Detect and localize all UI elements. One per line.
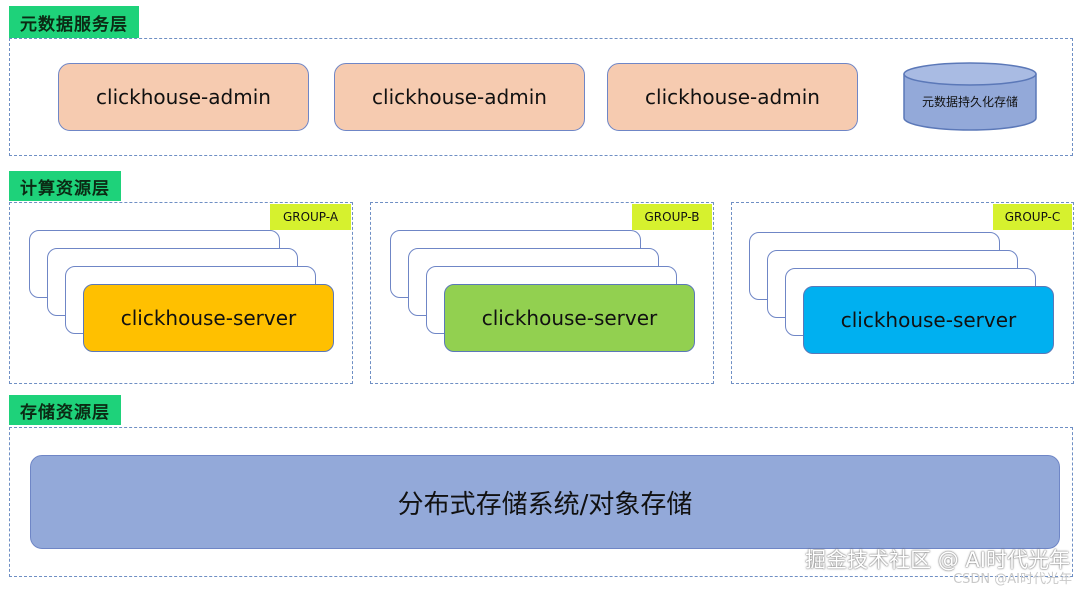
group-c-server-box: clickhouse-server [803, 286, 1054, 354]
storage-layer-region [9, 427, 1073, 577]
metadata-layer-label: 元数据服务层 [9, 6, 139, 38]
admin-box-1: clickhouse-admin [58, 63, 309, 131]
distributed-storage-box: 分布式存储系统/对象存储 [30, 455, 1060, 549]
storage-layer-label: 存储资源层 [9, 395, 121, 425]
group-c-tag: GROUP-C [993, 204, 1072, 230]
group-a-region [9, 202, 353, 384]
admin-box-2: clickhouse-admin [334, 63, 585, 131]
metadata-database-label: 元数据持久化存储 [921, 94, 1018, 109]
group-b-server-box: clickhouse-server [444, 284, 695, 352]
metadata-layer-region [9, 38, 1073, 156]
watermark-csdn: CSDN @AI时代光年 [953, 571, 1072, 587]
group-a-tag: GROUP-A [270, 204, 351, 230]
metadata-database-icon [903, 62, 1037, 132]
group-c-region [731, 202, 1074, 384]
admin-box-3: clickhouse-admin [607, 63, 858, 131]
watermark-juejin: 掘金技术社区 @ AI时代光年 [805, 548, 1070, 572]
group-a-server-box: clickhouse-server [83, 284, 334, 352]
group-b-region [370, 202, 714, 384]
group-b-tag: GROUP-B [632, 204, 712, 230]
compute-layer-label: 计算资源层 [9, 171, 121, 201]
